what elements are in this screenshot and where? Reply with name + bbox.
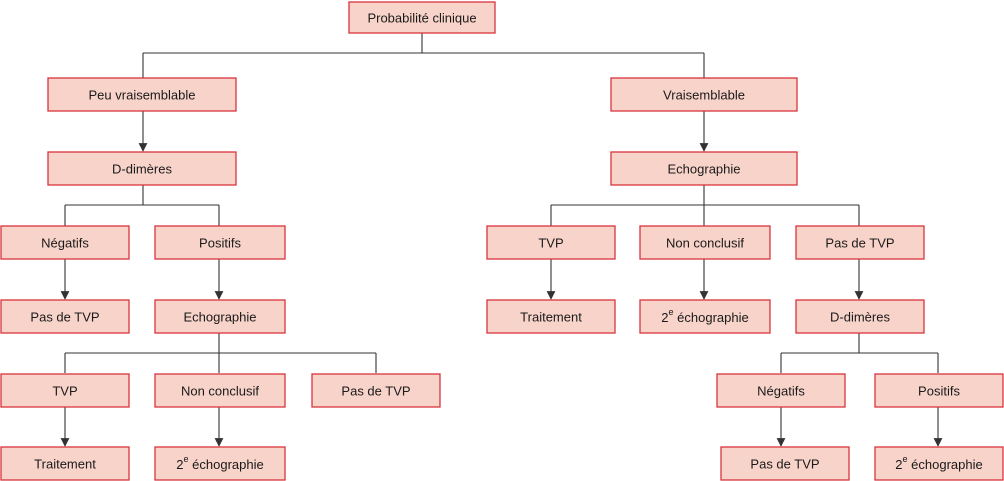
node-label: Probabilité clinique <box>367 11 476 26</box>
node-label: TVP <box>538 236 563 251</box>
ordinal-number: 2 <box>661 310 668 325</box>
node-left-d-dimeres: D-dimères <box>47 151 237 186</box>
node-label: 2e échographie <box>661 307 748 325</box>
node-label: Pas de TVP <box>825 236 894 251</box>
node-label: Négatifs <box>41 236 89 251</box>
ordinal-number: 2 <box>895 457 902 472</box>
node-left-2e-echographie: 2e échographie <box>154 446 286 481</box>
node-left-pas-de-tvp-2: Pas de TVP <box>311 373 441 408</box>
node-left-positifs: Positifs <box>154 225 286 260</box>
label-rest: échographie <box>189 457 264 472</box>
node-right-2e-echographie-2: 2e échographie <box>874 446 1004 481</box>
node-vraisemblable: Vraisemblable <box>610 77 798 112</box>
node-right-tvp: TVP <box>486 225 616 260</box>
node-label: Vraisemblable <box>663 88 745 103</box>
node-label: Non conclusif <box>181 384 259 399</box>
node-label: Pas de TVP <box>750 457 819 472</box>
node-label: D-dimères <box>830 310 890 325</box>
node-right-non-conclusif: Non conclusif <box>639 225 771 260</box>
node-label: Echographie <box>184 310 257 325</box>
node-label: Traitement <box>520 310 582 325</box>
ordinal-suffix: e <box>184 454 189 464</box>
node-label: Négatifs <box>757 384 805 399</box>
node-label: D-dimères <box>112 162 172 177</box>
node-left-pas-de-tvp: Pas de TVP <box>0 299 130 334</box>
ordinal-suffix: e <box>669 307 674 317</box>
node-right-2e-echographie: 2e échographie <box>639 299 771 334</box>
ordinal-suffix: e <box>903 454 908 464</box>
connector-lines <box>60 33 943 447</box>
node-label: Echographie <box>668 162 741 177</box>
node-label: Positifs <box>918 384 960 399</box>
node-label: Traitement <box>34 457 96 472</box>
node-probabilite-clinique: Probabilité clinique <box>348 1 496 34</box>
node-peu-vraisemblable: Peu vraisemblable <box>47 77 237 112</box>
node-label: 2e échographie <box>176 454 263 472</box>
node-right-negatifs: Négatifs <box>716 373 846 408</box>
label-rest: échographie <box>674 310 749 325</box>
node-label: TVP <box>52 384 77 399</box>
node-right-traitement: Traitement <box>486 299 616 334</box>
node-left-traitement: Traitement <box>0 446 130 481</box>
node-left-negatifs: Négatifs <box>0 225 130 260</box>
node-right-positifs: Positifs <box>874 373 1004 408</box>
node-label: Positifs <box>199 236 241 251</box>
node-label: Pas de TVP <box>30 310 99 325</box>
node-label: Peu vraisemblable <box>89 88 196 103</box>
node-right-pas-de-tvp: Pas de TVP <box>795 225 925 260</box>
node-right-pas-de-tvp-2: Pas de TVP <box>720 446 850 481</box>
label-rest: échographie <box>908 457 983 472</box>
node-left-non-conclusif: Non conclusif <box>154 373 286 408</box>
node-label: 2e échographie <box>895 454 982 472</box>
node-left-echographie: Echographie <box>154 299 286 334</box>
node-left-tvp: TVP <box>0 373 130 408</box>
node-label: Non conclusif <box>666 236 744 251</box>
node-right-d-dimeres: D-dimères <box>795 299 925 334</box>
ordinal-number: 2 <box>176 457 183 472</box>
node-label: Pas de TVP <box>341 384 410 399</box>
node-right-echographie: Echographie <box>610 151 798 186</box>
